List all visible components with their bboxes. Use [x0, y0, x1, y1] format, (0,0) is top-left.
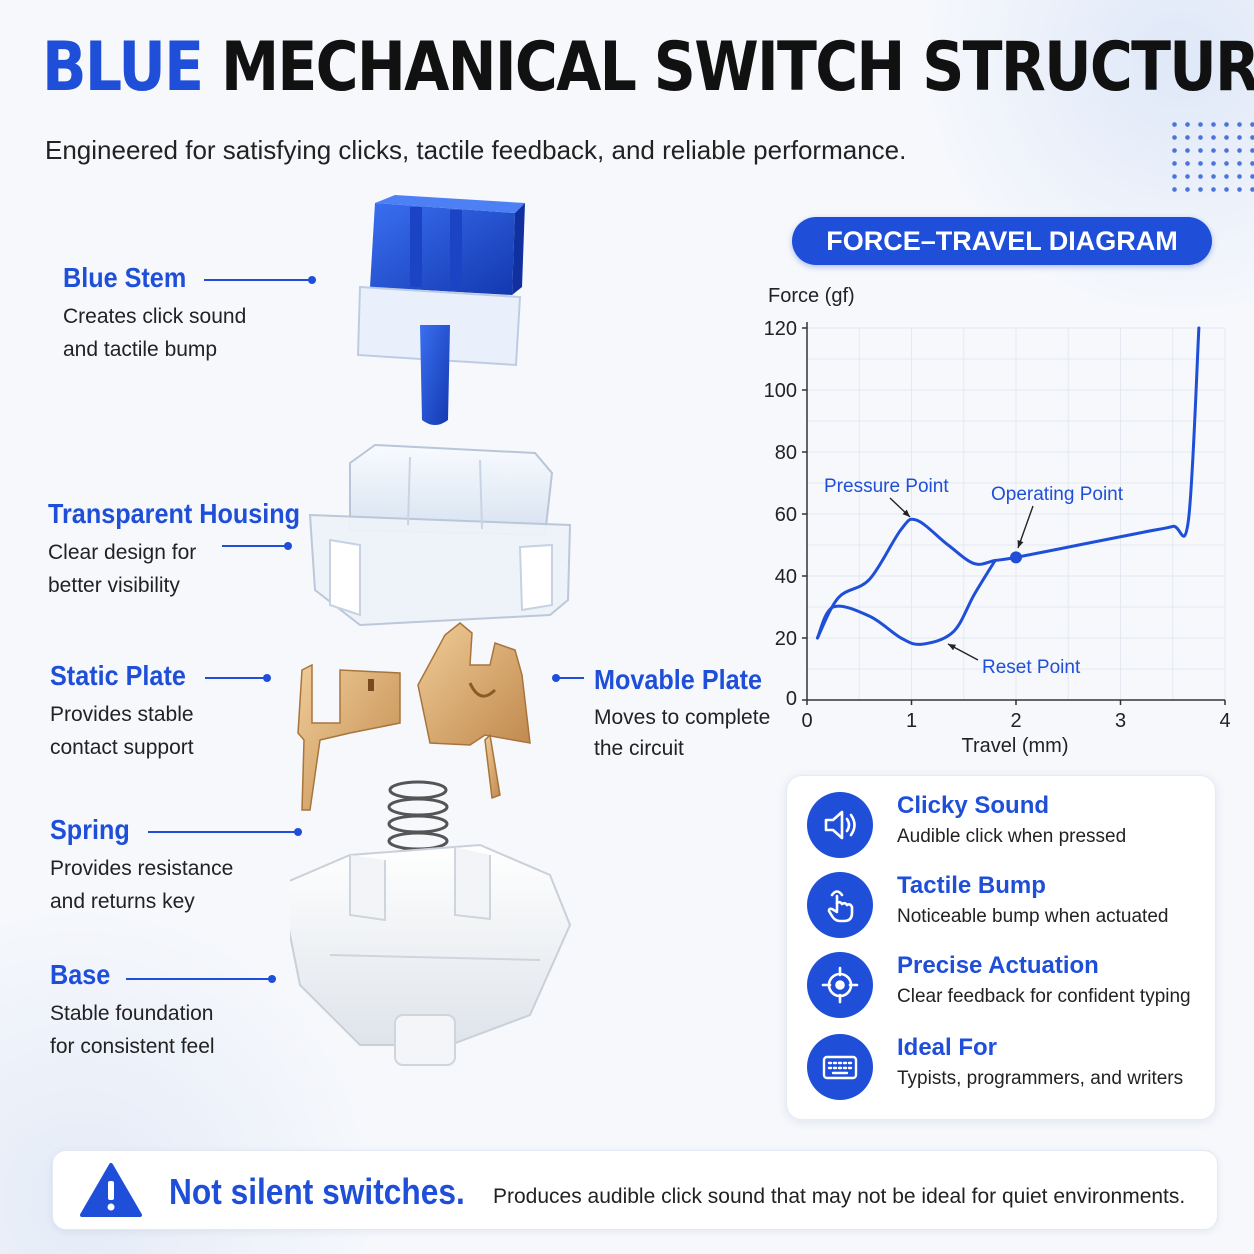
part-desc-line: Clear design for — [48, 541, 197, 564]
part-blue-stem: Blue Stem Creates click sound and tactil… — [63, 262, 246, 366]
part-desc-line: Moves to complete — [594, 706, 771, 729]
feature-precise-actuation: Precise Actuation Clear feedback for con… — [807, 952, 1207, 1022]
part-desc: Clear design for better visibility — [48, 536, 328, 602]
part-desc: Moves to complete the circuit — [594, 702, 781, 764]
x-tick-label: 1 — [906, 710, 917, 732]
part-name: Blue Stem — [63, 262, 187, 293]
diagram-title-pill: FORCE–TRAVEL DIAGRAM — [792, 217, 1212, 265]
feature-title: Clicky Sound — [897, 792, 1050, 819]
page-subtitle: Engineered for satisfying clicks, tactil… — [45, 135, 907, 165]
x-tick-label: 3 — [1115, 710, 1126, 732]
part-name: Static Plate — [50, 660, 186, 691]
part-spring: Spring Provides resistance and returns k… — [50, 814, 233, 918]
feature-title: Precise Actuation — [897, 952, 1099, 979]
part-desc: Creates click sound and tactile bump — [63, 300, 246, 366]
features-card: Clicky Sound Audible click when pressed … — [786, 775, 1216, 1120]
x-axis-label: Travel (mm) — [961, 735, 1068, 757]
feature-desc: Audible click when pressed — [897, 826, 1127, 847]
part-static-plate: Static Plate Provides stable contact sup… — [50, 660, 201, 764]
chart-grid — [806, 327, 1226, 701]
movable-plate-part — [417, 622, 531, 800]
feature-tactile-bump: Tactile Bump Noticeable bump when actuat… — [807, 872, 1207, 942]
part-desc-line: contact support — [50, 736, 194, 759]
leader-line — [222, 542, 292, 550]
pressure-point-label: Pressure Point — [824, 476, 949, 497]
chart-ticks: 0 20 40 60 80 100 120 0 1 2 3 4 — [764, 318, 1231, 732]
part-desc-line: and tactile bump — [63, 338, 218, 361]
leader-line — [148, 828, 302, 836]
part-desc-line: Stable foundation — [50, 1002, 214, 1025]
y-tick-label: 40 — [775, 566, 797, 588]
switch-illustration — [290, 195, 572, 1066]
part-desc: Provides resistance and returns key — [50, 852, 233, 918]
y-axis-label: Force (gf) — [768, 285, 855, 307]
warning-icon — [80, 1163, 142, 1217]
y-tick-label: 20 — [775, 628, 797, 650]
reset-point-arrow-head — [948, 644, 956, 651]
part-desc: Stable foundation for consistent feel — [50, 997, 215, 1063]
operating-point-arrow — [1017, 505, 1034, 549]
operating-point-marker — [1010, 551, 1022, 564]
part-base: Base Stable foundation for consistent fe… — [50, 959, 215, 1063]
y-tick-label: 80 — [775, 442, 797, 464]
warning-desc: Produces audible click sound that may no… — [493, 1185, 1186, 1208]
pressure-point-arrow-head — [902, 509, 910, 517]
operating-point-label: Operating Point — [991, 484, 1124, 505]
part-desc: Provides stable contact support — [50, 698, 201, 764]
x-tick-label: 0 — [801, 710, 812, 732]
transparent-housing-part — [308, 443, 572, 627]
part-name: Transparent Housing — [48, 498, 301, 529]
chart-series — [815, 326, 1201, 646]
y-tick-label: 120 — [764, 318, 797, 340]
speaker-icon — [807, 792, 873, 858]
feature-desc: Clear feedback for confident typing — [897, 986, 1191, 1007]
part-desc-line: Creates click sound — [63, 305, 247, 328]
part-transparent-housing: Transparent Housing Clear design for bet… — [48, 498, 328, 602]
warning-title: Not silent switches. — [169, 1171, 465, 1212]
leader-line — [126, 975, 276, 983]
y-tick-label: 100 — [764, 380, 797, 402]
x-tick-label: 2 — [1010, 710, 1021, 732]
static-plate-part — [297, 663, 401, 811]
part-desc-line: and returns key — [50, 890, 195, 913]
decorative-dots — [1168, 118, 1254, 198]
base-part — [290, 843, 572, 1066]
feature-title: Ideal For — [897, 1034, 998, 1061]
part-desc-line: Provides resistance — [50, 857, 234, 880]
blue-stem-part — [356, 195, 525, 425]
leader-line — [205, 674, 271, 682]
part-desc-line: Provides stable — [50, 703, 194, 726]
feature-desc: Noticeable bump when actuated — [897, 906, 1169, 927]
keyboard-icon — [807, 1034, 873, 1100]
part-desc-line: the circuit — [594, 737, 684, 760]
leader-line — [552, 674, 584, 682]
part-movable-plate: Movable Plate Moves to complete the circ… — [594, 664, 781, 764]
part-name: Spring — [50, 814, 130, 845]
finger-tap-icon — [807, 872, 873, 938]
title-rest: MECHANICAL SWITCH STRUCTURE — [220, 28, 1254, 107]
feature-clicky-sound: Clicky Sound Audible click when pressed — [807, 792, 1207, 862]
page-title: BLUE MECHANICAL SWITCH STRUCTURE — [42, 34, 1254, 102]
y-tick-label: 0 — [786, 688, 797, 710]
warning-banner: Not silent switches. Produces audible cl… — [52, 1150, 1218, 1230]
leader-line — [204, 276, 316, 284]
part-desc-line: for consistent feel — [50, 1035, 215, 1058]
x-tick-label: 4 — [1219, 710, 1230, 732]
reset-point-label: Reset Point — [982, 657, 1081, 678]
part-desc-line: better visibility — [48, 574, 180, 597]
part-name: Base — [50, 959, 111, 990]
operating-point-arrow-head — [1017, 540, 1024, 548]
crosshair-icon — [807, 952, 873, 1018]
feature-desc: Typists, programmers, and writers — [897, 1068, 1184, 1089]
feature-ideal-for: Ideal For Typists, programmers, and writ… — [807, 1034, 1207, 1104]
feature-title: Tactile Bump — [897, 872, 1046, 899]
title-accent: BLUE — [42, 28, 204, 107]
y-tick-label: 60 — [775, 504, 797, 526]
part-name: Movable Plate — [594, 664, 763, 695]
release-curve — [815, 559, 997, 646]
force-travel-chart: Force (gf) 0 20 40 60 80 100 120 0 1 2 3 4 Pressure… — [764, 285, 1231, 757]
